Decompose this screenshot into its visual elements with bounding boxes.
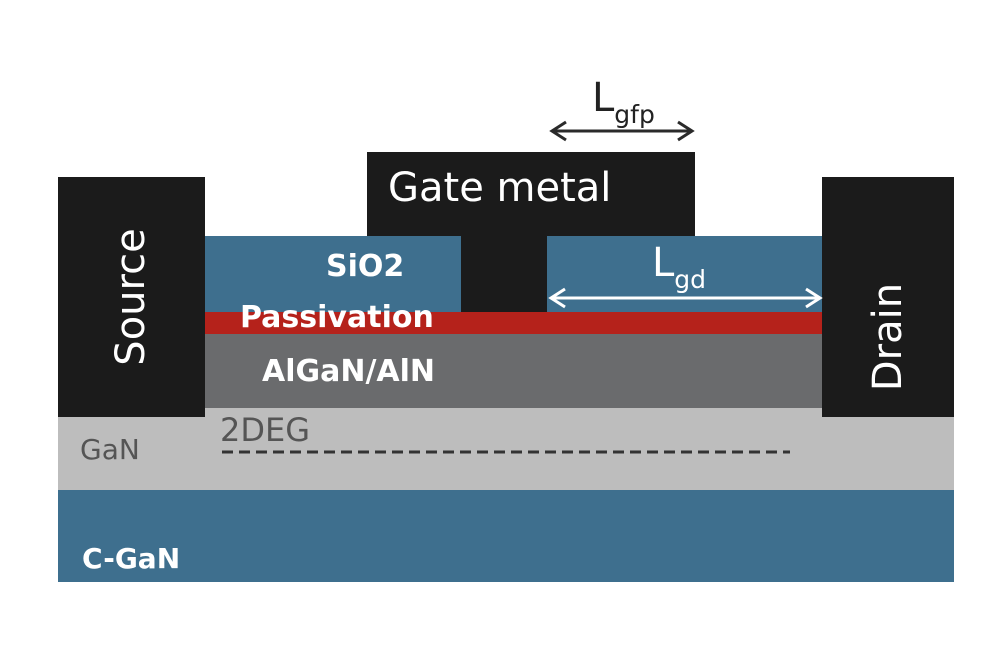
lgd-label-main: L bbox=[652, 240, 675, 286]
gate-metal bbox=[367, 152, 695, 236]
passivation-layer bbox=[205, 312, 822, 334]
lgfp-label-subscript: gfp bbox=[614, 100, 655, 129]
two-deg-label: 2DEG bbox=[220, 411, 311, 449]
lgd-label-subscript: gd bbox=[674, 265, 707, 294]
source-label: Source bbox=[108, 228, 154, 366]
c-gan-label: C-GaN bbox=[82, 542, 181, 575]
source-electrode bbox=[58, 177, 205, 417]
gan-channel-layer bbox=[58, 408, 954, 490]
c-gan-substrate-layer bbox=[58, 490, 954, 582]
passivation-label: Passivation bbox=[240, 300, 434, 335]
sio2-layer-left bbox=[205, 236, 461, 312]
sio2-label: SiO2 bbox=[326, 249, 405, 284]
gan-label: GaN bbox=[80, 433, 140, 466]
lgfp-label-main: L bbox=[592, 75, 615, 121]
lgd-label: Lgd bbox=[652, 240, 706, 292]
drain-label: Drain bbox=[865, 282, 911, 392]
algan-aln-label: AlGaN/AlN bbox=[262, 354, 436, 389]
lgd-arrow bbox=[548, 287, 823, 309]
gate-metal-label: Gate metal bbox=[388, 165, 612, 211]
gate-metal-stem bbox=[461, 234, 547, 312]
lgfp-arrow bbox=[549, 120, 695, 142]
drain-electrode bbox=[822, 177, 954, 417]
algan-aln-barrier-layer bbox=[205, 334, 822, 408]
lgfp-label: Lgfp bbox=[592, 75, 655, 127]
